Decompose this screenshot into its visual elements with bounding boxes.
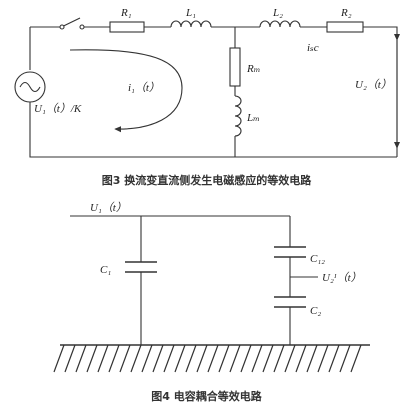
- ground-hatch-mark: [262, 344, 274, 373]
- ac-source: [14, 71, 46, 103]
- ground-hatch-mark: [328, 344, 340, 373]
- right-wire: [363, 26, 398, 157]
- ground-hatch-mark: [196, 344, 208, 373]
- inductor-l2: [259, 20, 301, 28]
- ground-hatch-mark: [317, 344, 329, 373]
- inductor-lm: [234, 95, 242, 137]
- ground-hatch-mark: [130, 344, 142, 373]
- ground-hatch-mark: [251, 344, 263, 373]
- bottom-wire: [29, 102, 397, 158]
- ground-hatch-mark: [185, 344, 197, 373]
- ground-hatch-mark: [273, 344, 285, 373]
- switch: [59, 17, 85, 30]
- resistor-r2: [326, 21, 364, 33]
- ground-hatch-mark: [174, 344, 186, 373]
- ground-hatching: [53, 344, 362, 373]
- ground-hatch-mark: [75, 344, 87, 373]
- label-i1: i₁（t）: [128, 81, 160, 94]
- label-r2: R₂: [340, 7, 352, 19]
- label-l1: L₁: [185, 7, 196, 19]
- ground-hatch-mark: [64, 344, 76, 373]
- ground-hatch-mark: [295, 344, 307, 373]
- resistor-r1: [109, 21, 145, 33]
- resistor-rm: [229, 47, 241, 87]
- label-lm: Lₘ: [246, 112, 260, 124]
- label-l2: L₂: [272, 7, 283, 19]
- ground-hatch-mark: [86, 344, 98, 373]
- figure3-caption: 图3 换流变直流侧发生电磁感应的等效电路: [101, 174, 312, 187]
- label-u1: U₁（t）: [90, 201, 127, 214]
- ground-hatch-mark: [119, 344, 131, 373]
- ground-hatch-mark: [152, 344, 164, 373]
- loop-current-arrow: [69, 49, 183, 133]
- figure3-circuit: R₁ L₁ L₂ R₂ Rₘ Lₘ iₛc i₁（t） U₂（t） U₁（t）/…: [14, 7, 401, 158]
- figure4-caption: 图4 电容耦合等效电路: [151, 390, 262, 403]
- ground-hatch-mark: [53, 344, 65, 373]
- label-c1: C₁: [100, 264, 111, 276]
- label-c2: C₂: [310, 305, 321, 317]
- ground-hatch-mark: [141, 344, 153, 373]
- ground-hatch-mark: [350, 344, 362, 373]
- label-rm: Rₘ: [246, 63, 260, 75]
- ground-hatch-mark: [306, 344, 318, 373]
- ground-hatch-mark: [163, 344, 175, 373]
- figure4-circuit: U₁（t） C₁ C₁₂ U₂ᴵ（t） C₂: [53, 201, 370, 373]
- label-isc: iₛc: [307, 42, 319, 54]
- inductor-l1: [170, 20, 212, 28]
- ground-hatch-mark: [229, 344, 241, 373]
- ground-hatch-mark: [339, 344, 351, 373]
- ground-hatch-mark: [207, 344, 219, 373]
- label-u1-k: U₁（t）/K: [34, 102, 82, 115]
- label-c12: C₁₂: [310, 253, 325, 265]
- ground-hatch-mark: [97, 344, 109, 373]
- ground-hatch-mark: [108, 344, 120, 373]
- ground-hatch-mark: [284, 344, 296, 373]
- ground-hatch-mark: [240, 344, 252, 373]
- ground-hatch-mark: [218, 344, 230, 373]
- label-u2-prime: U₂ᴵ（t）: [322, 271, 362, 284]
- label-r1: R₁: [120, 7, 132, 19]
- label-u2: U₂（t）: [355, 78, 392, 91]
